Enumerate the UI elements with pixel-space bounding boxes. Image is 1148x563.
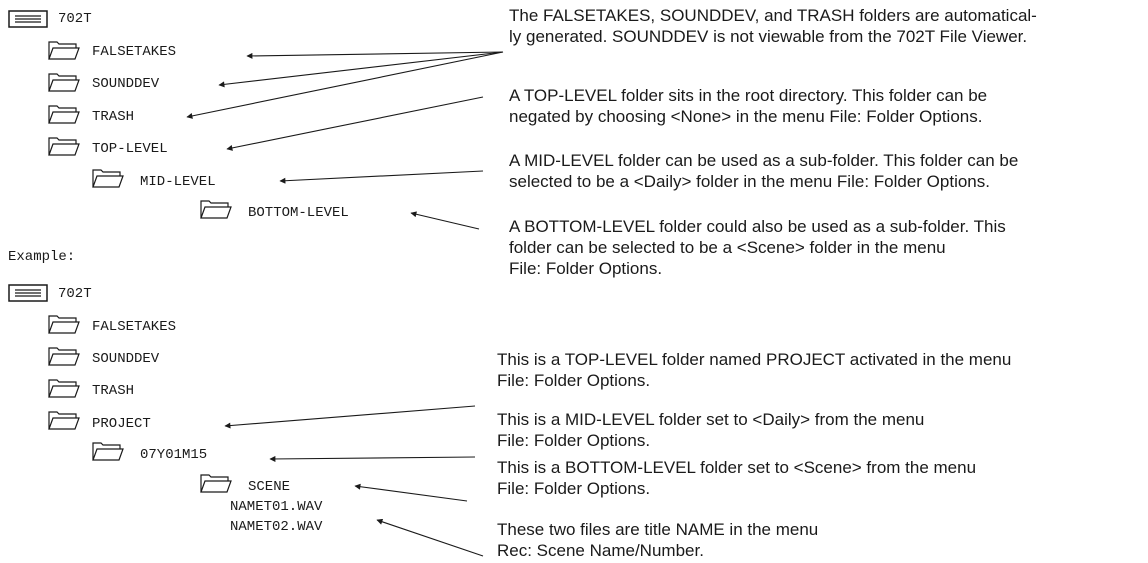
leader-arrow [269,455,476,462]
note-line: File: Folder Options. [497,479,651,498]
note-line: This is a TOP-LEVEL folder named PROJECT… [497,350,1012,369]
folder-label: TRASH [92,109,135,125]
folder-label: FALSETAKES [92,44,177,60]
folder-icon [200,199,232,224]
note-line: File: Folder Options. [509,259,663,278]
leader-arrow [224,405,476,429]
root-drive-label: 702T [58,11,92,27]
folder-label: PROJECT [92,416,151,432]
drive-icon [8,284,48,307]
folder-icon [48,136,80,161]
note-line: The FALSETAKES, SOUNDDEV, and TRASH fold… [509,6,1037,25]
leader-arrow [186,51,504,119]
folder-icon [92,441,124,466]
note-line: folder can be selected to be a <Scene> f… [509,238,946,257]
folder-icon [200,473,232,498]
folder-label: TOP-LEVEL [92,141,168,157]
note-line: A TOP-LEVEL folder sits in the root dire… [509,86,988,105]
note-daily: This is a MID-LEVEL folder set to <Daily… [497,409,924,451]
note-project: This is a TOP-LEVEL folder named PROJECT… [497,349,1011,391]
file-label: NAMET01.WAV [230,499,323,515]
folder-label: FALSETAKES [92,319,177,335]
note-files: These two files are title NAME in the me… [497,519,818,561]
note-bottom-level: A BOTTOM-LEVEL folder could also be used… [509,216,1006,279]
note-line: This is a MID-LEVEL folder set to <Daily… [497,410,925,429]
note-auto-folders: The FALSETAKES, SOUNDDEV, and TRASH fold… [509,5,1037,47]
leader-arrow [226,96,484,151]
example-label: Example: [8,249,76,265]
leader-arrow [218,51,504,88]
note-top-level: A TOP-LEVEL folder sits in the root dire… [509,85,987,127]
note-scene: This is a BOTTOM-LEVEL folder set to <Sc… [497,457,976,499]
root-drive-label: 702T [58,286,92,302]
note-line: These two files are title NAME in the me… [497,520,819,539]
leader-arrow [410,211,480,230]
folder-label: SOUNDDEV [92,76,160,92]
note-line: Rec: Scene Name/Number. [497,541,704,560]
folder-label: TRASH [92,383,135,399]
note-line: ly generated. SOUNDDEV is not viewable f… [509,27,1028,46]
folder-icon [48,104,80,129]
file-label: NAMET02.WAV [230,519,323,535]
folder-icon [48,410,80,435]
folder-icon [48,40,80,65]
note-line: A BOTTOM-LEVEL folder could also be used… [509,217,1006,236]
folder-icon [48,72,80,97]
leader-arrow [354,483,468,502]
note-line: File: Folder Options. [497,371,651,390]
leader-arrow [279,170,484,184]
note-line: This is a BOTTOM-LEVEL folder set to <Sc… [497,458,977,477]
folder-icon [92,168,124,193]
note-line: A MID-LEVEL folder can be used as a sub-… [509,151,1019,170]
leader-arrow [246,51,504,59]
folder-icon [48,346,80,371]
folder-label: MID-LEVEL [140,174,216,190]
folder-icon [48,378,80,403]
folder-label: SCENE [248,479,291,495]
folder-label: BOTTOM-LEVEL [248,205,349,221]
note-mid-level: A MID-LEVEL folder can be used as a sub-… [509,150,1018,192]
drive-icon [8,10,48,33]
note-line: selected to be a <Daily> folder in the m… [509,172,990,191]
folder-label: 07Y01M15 [140,447,208,463]
folder-icon [48,314,80,339]
folder-label: SOUNDDEV [92,351,160,367]
note-line: negated by choosing <None> in the menu F… [509,107,983,126]
leader-arrow [376,518,484,557]
note-line: File: Folder Options. [497,431,651,450]
